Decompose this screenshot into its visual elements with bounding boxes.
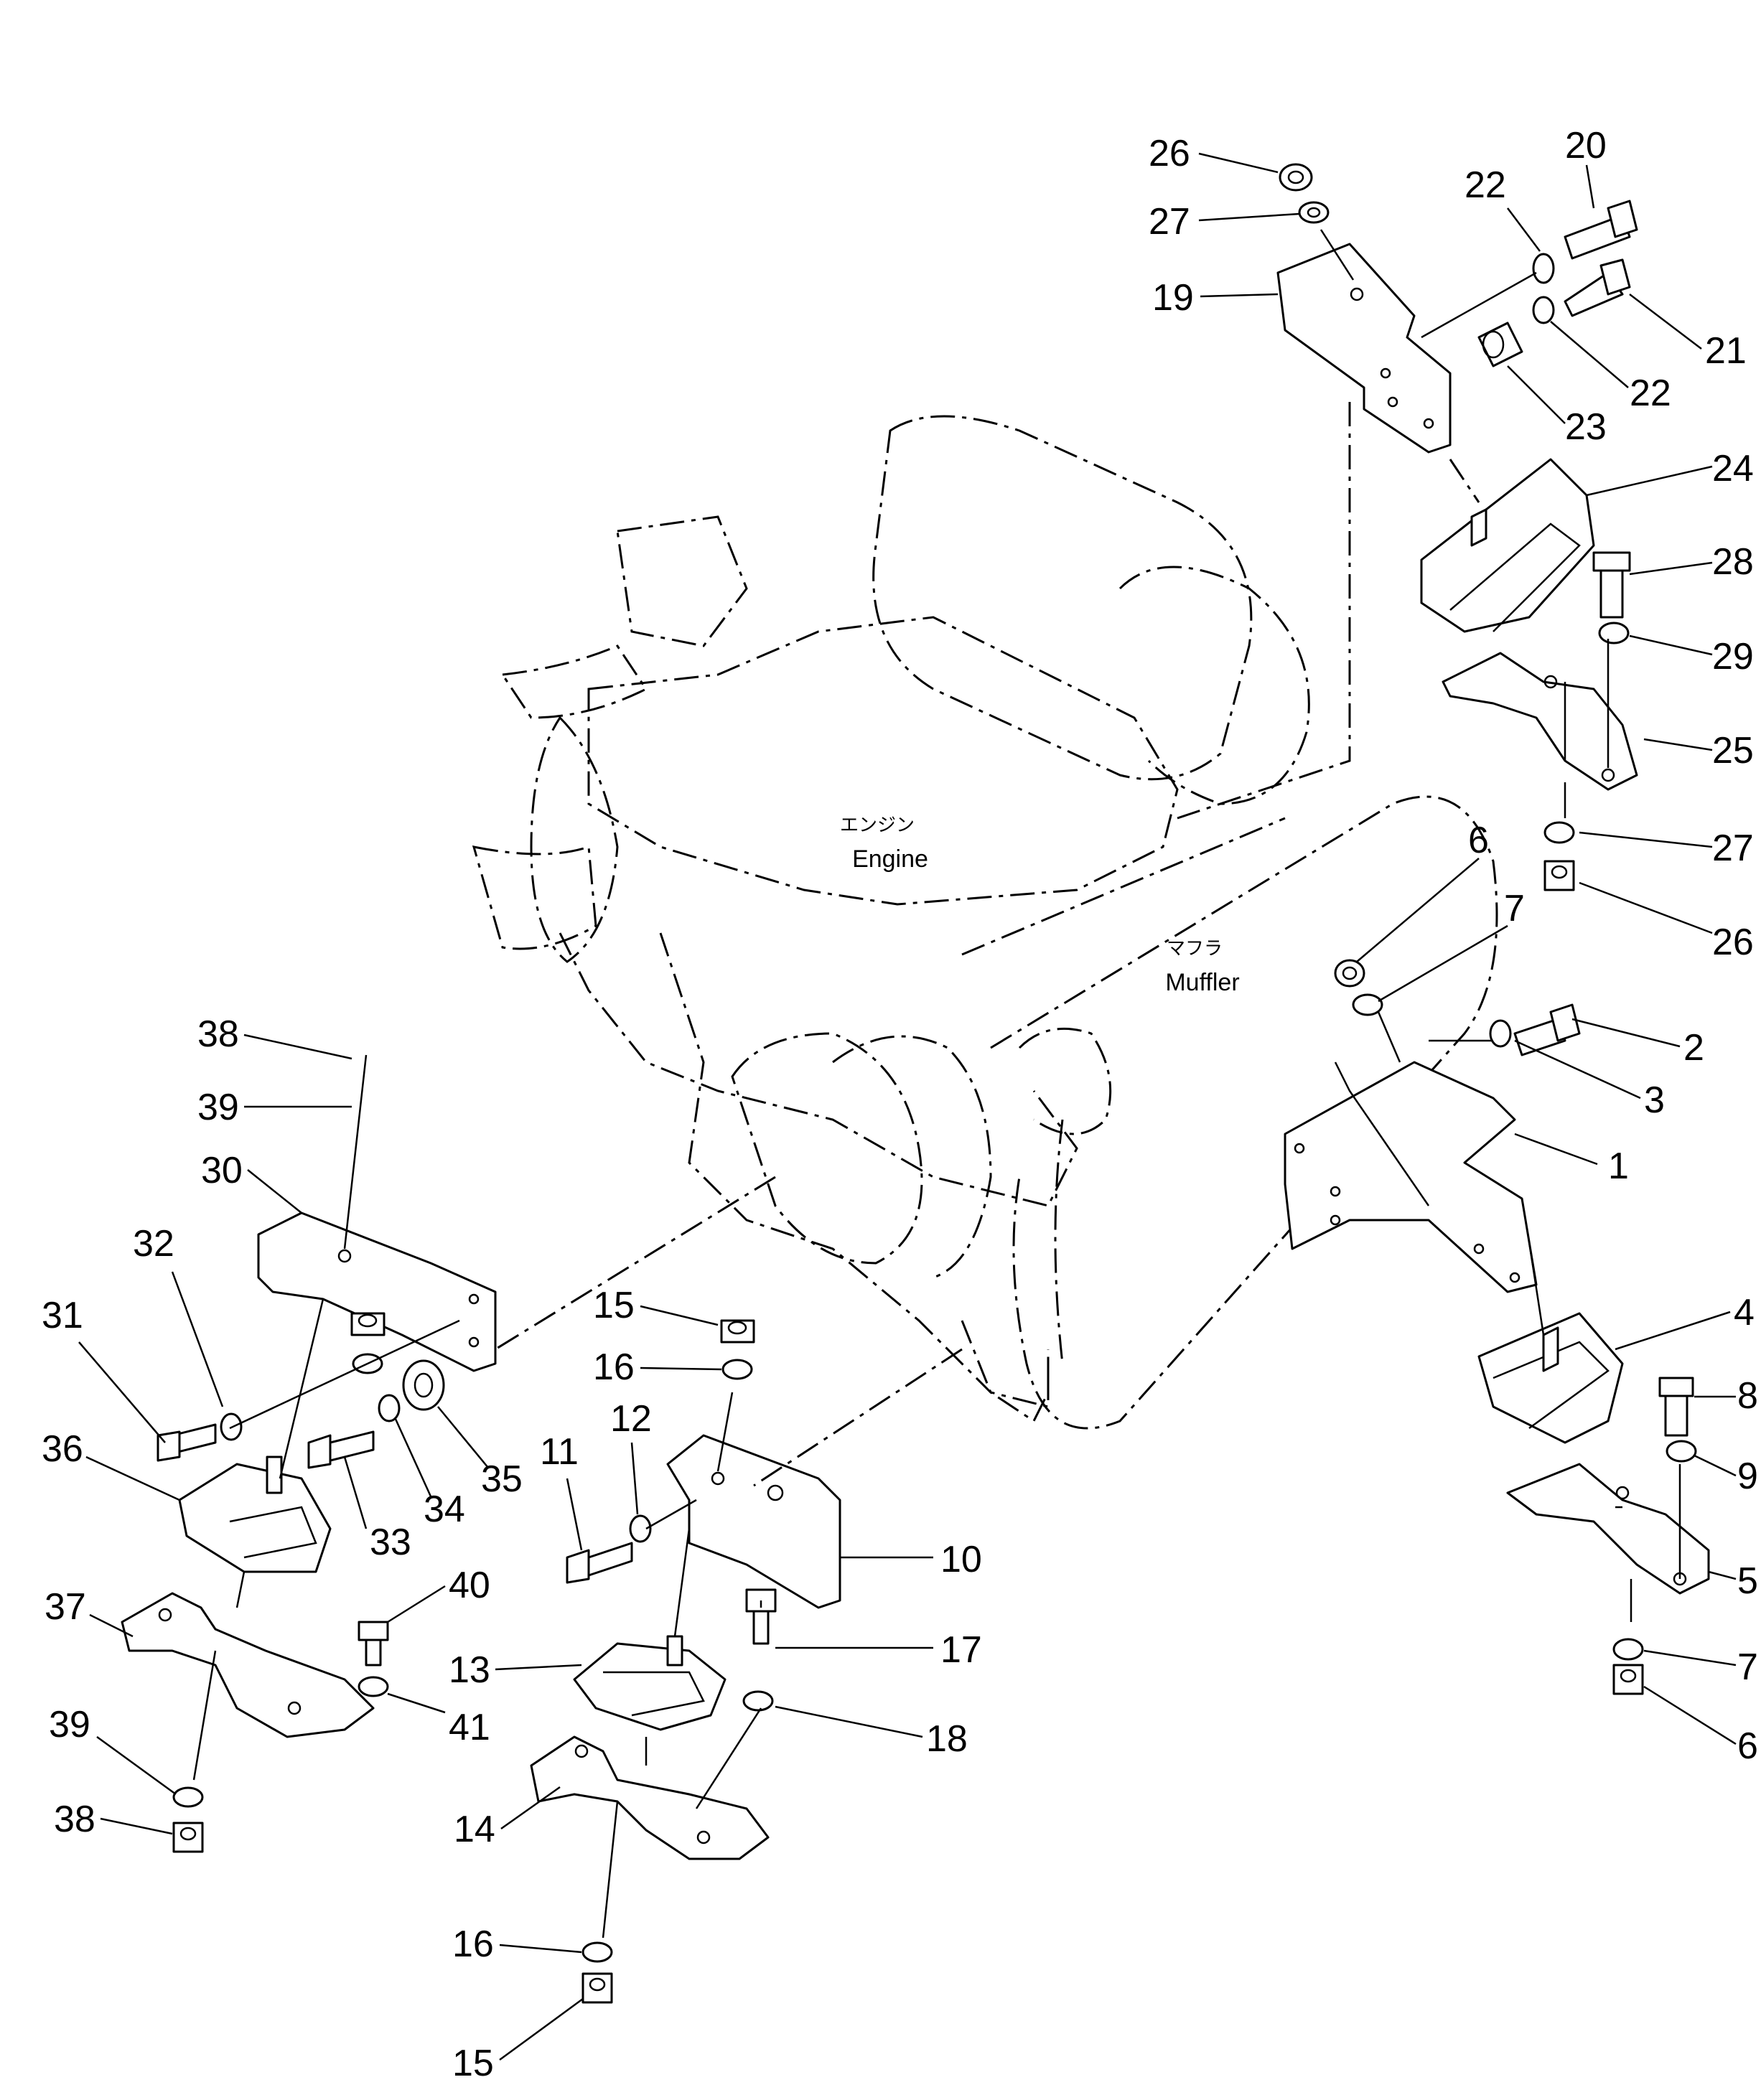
callout-19: 19 [1152, 277, 1194, 319]
callout-30: 30 [201, 1150, 243, 1191]
mount-36 [178, 1456, 332, 1573]
callout-22-b: 22 [1630, 372, 1671, 414]
bracket-25 [1442, 652, 1638, 791]
muffler-label-jp: マフラ [1167, 937, 1223, 959]
callout-8: 8 [1737, 1375, 1758, 1417]
callout-28: 28 [1712, 541, 1754, 583]
mount-13 [573, 1635, 727, 1731]
bracket-30 [257, 1211, 497, 1372]
callout-10: 10 [940, 1539, 982, 1580]
callout-25: 25 [1712, 730, 1754, 772]
mount-4 [1477, 1312, 1624, 1444]
callout-26: 26 [1149, 133, 1190, 174]
callout-6: 6 [1468, 820, 1489, 861]
muffler-label: Muffler [1165, 969, 1239, 996]
callout-38-b: 38 [54, 1799, 95, 1840]
callout-22: 22 [1465, 164, 1506, 206]
engine-label: Engine [852, 845, 928, 873]
callout-7: 7 [1504, 888, 1525, 929]
callout-27-b: 27 [1712, 828, 1754, 869]
callout-35: 35 [481, 1458, 523, 1500]
callout-40: 40 [449, 1565, 490, 1606]
callout-16-b: 16 [452, 1923, 494, 1965]
hardware-left [157, 1312, 445, 1853]
callout-7-b: 7 [1737, 1646, 1758, 1688]
callout-1: 1 [1608, 1145, 1629, 1187]
callout-13: 13 [449, 1649, 490, 1691]
callout-26-b: 26 [1712, 922, 1754, 963]
callout-31: 31 [42, 1295, 83, 1336]
callout-32: 32 [133, 1223, 174, 1265]
callout-11: 11 [540, 1431, 579, 1473]
callout-29: 29 [1712, 636, 1754, 678]
callout-39: 39 [197, 1087, 239, 1128]
callout-18: 18 [926, 1718, 968, 1760]
callout-17: 17 [940, 1629, 982, 1671]
callout-12: 12 [610, 1398, 652, 1440]
callout-4: 4 [1734, 1292, 1755, 1333]
engine-outline [472, 415, 1498, 1430]
callout-33: 33 [370, 1522, 411, 1563]
hardware-center [566, 1319, 777, 2004]
callout-27: 27 [1149, 201, 1190, 243]
mount-24 [1420, 458, 1595, 633]
callout-6-b: 6 [1737, 1725, 1758, 1767]
callout-5: 5 [1737, 1560, 1758, 1602]
engine-label-jp: エンジン [840, 814, 915, 835]
callout-23: 23 [1565, 406, 1607, 448]
callout-36: 36 [42, 1428, 83, 1470]
bracket-1 [1284, 1061, 1538, 1293]
callout-24: 24 [1712, 448, 1754, 489]
bracket-19 [1276, 243, 1452, 454]
callout-39-b: 39 [49, 1704, 90, 1745]
callout-9: 9 [1737, 1456, 1758, 1497]
callout-15: 15 [593, 1285, 635, 1326]
bracket-37 [121, 1592, 375, 1738]
callout-15-b: 15 [452, 2043, 494, 2084]
hardware-top [1279, 163, 1638, 367]
callout-20: 20 [1565, 125, 1607, 167]
callout-41: 41 [449, 1707, 490, 1748]
callout-16: 16 [593, 1346, 635, 1388]
assembly-lines [192, 229, 1681, 1939]
bracket-10 [666, 1434, 841, 1609]
callout-2: 2 [1683, 1027, 1704, 1069]
callout-37: 37 [45, 1586, 86, 1628]
callout-3: 3 [1644, 1079, 1665, 1121]
callout-38: 38 [197, 1013, 239, 1055]
hardware-right-upper [1543, 551, 1631, 891]
bracket-5 [1506, 1463, 1710, 1595]
callout-21: 21 [1705, 330, 1747, 372]
bracket-14 [530, 1735, 770, 1860]
hardware-right-lower [1334, 959, 1697, 1695]
callout-labels: 26 27 19 22 20 21 22 23 24 28 29 25 27 2… [42, 125, 1758, 2084]
callout-14: 14 [454, 1809, 495, 1850]
